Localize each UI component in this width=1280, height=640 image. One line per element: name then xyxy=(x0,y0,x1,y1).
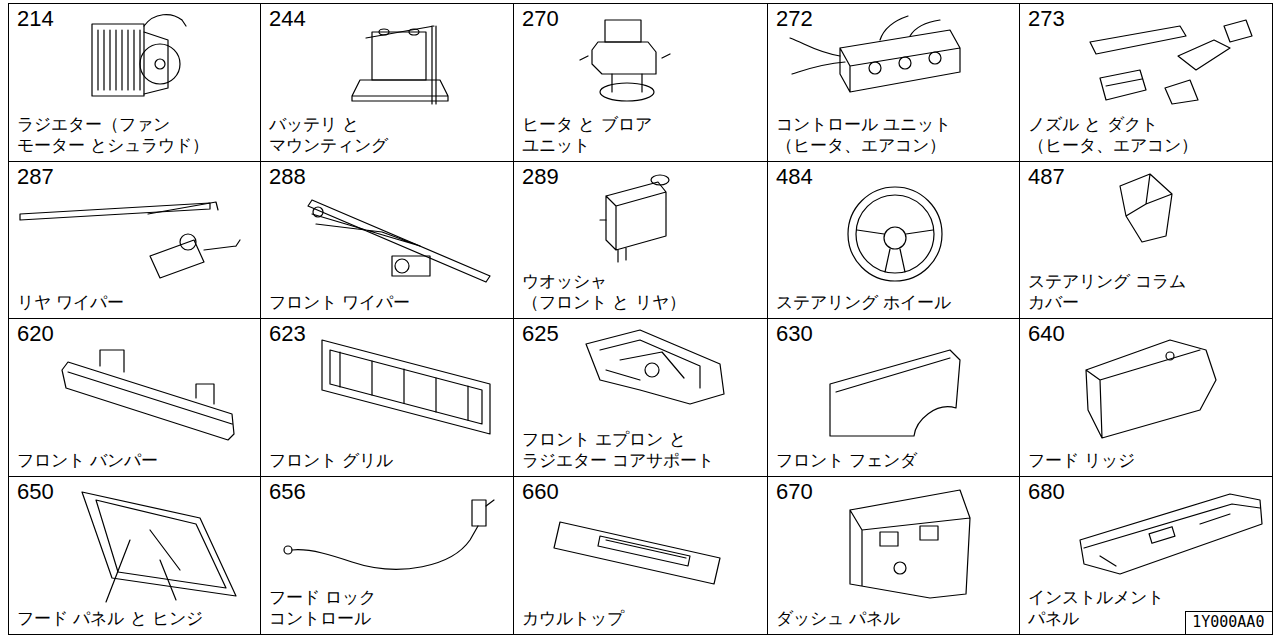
catalog-cell: 484 ステアリング ホイール xyxy=(767,161,1020,319)
part-name: ノズル と ダクト （ヒータ、エアコン） xyxy=(1028,114,1198,156)
catalog-cell: 270 ヒータ と ブロア ユニット xyxy=(513,3,768,162)
part-name: フード ロック コントロール xyxy=(269,587,377,629)
callout-number: 630 xyxy=(776,321,813,347)
nozzle-duct-drawing xyxy=(1090,20,1252,104)
catalog-cell: 660 カウルトップ xyxy=(513,476,768,635)
apron-drawing xyxy=(586,330,724,404)
part-name: フード パネル と ヒンジ xyxy=(17,608,203,629)
part-name: ウオッシャ （フロント と リヤ） xyxy=(522,271,686,313)
front-wiper-drawing xyxy=(308,200,490,282)
catalog-cell: 620 フロント バンパー xyxy=(8,318,261,477)
part-name: フード リッジ xyxy=(1028,450,1135,471)
hood-ledge-drawing xyxy=(1086,340,1216,438)
callout-number: 270 xyxy=(522,6,559,32)
callout-number: 660 xyxy=(522,479,559,505)
part-name: コントロール ユニット （ヒータ、エアコン） xyxy=(776,114,952,156)
part-name: ステアリング コラム カバー xyxy=(1028,271,1215,313)
part-name: フロント エプロン と ラジエター コアサポート xyxy=(522,429,715,471)
catalog-cell: 487 ステアリング コラム カバー xyxy=(1019,161,1273,319)
rear-wiper-drawing xyxy=(20,202,240,278)
catalog-cell: 273 ノズル と ダクト （ヒータ、エアコン） xyxy=(1019,3,1273,162)
callout-number: 244 xyxy=(269,6,306,32)
callout-number: 650 xyxy=(17,479,54,505)
callout-number: 288 xyxy=(269,164,306,190)
catalog-cell: 640 フード リッジ xyxy=(1019,318,1273,477)
catalog-cell: 650 フード パネル と ヒンジ xyxy=(8,476,261,635)
catalog-cell: 630 フロント フェンダ xyxy=(767,318,1020,477)
lock-cable-drawing xyxy=(284,500,494,569)
hood-panel-drawing xyxy=(82,492,236,602)
catalog-cell: 670 ダッシュ パネル xyxy=(767,476,1020,635)
callout-number: 670 xyxy=(776,479,813,505)
grille-drawing xyxy=(322,340,490,434)
callout-number: 272 xyxy=(776,6,813,32)
part-name: バッテリ と マウンティング xyxy=(269,114,360,156)
part-name: フロント グリル xyxy=(269,450,393,471)
callout-number: 640 xyxy=(1028,321,1065,347)
part-name: リヤ ワイパー xyxy=(17,292,124,313)
callout-number: 656 xyxy=(269,479,306,505)
radiator-drawing xyxy=(92,15,186,96)
callout-number: 623 xyxy=(269,321,306,347)
part-name: ステアリング ホイール xyxy=(776,292,951,313)
catalog-cell: 214 ラジエター（ファン モーター とシュラウド） xyxy=(8,3,261,162)
catalog-cell: 289 ウオッシャ （フロント と リヤ） xyxy=(513,161,768,319)
catalog-cell: 623 フロント グリル xyxy=(260,318,514,477)
part-name: フロント バンパー xyxy=(17,450,158,471)
part-name: インストルメント パネル xyxy=(1028,587,1068,629)
callout-number: 273 xyxy=(1028,6,1065,32)
part-name: ヒータ と ブロア ユニット xyxy=(522,114,689,156)
instrument-panel-drawing xyxy=(1080,494,1262,574)
part-name: カウルトップ xyxy=(522,608,624,629)
callout-number: 287 xyxy=(17,164,54,190)
part-name: フロント フェンダ xyxy=(776,450,917,471)
column-cover-drawing xyxy=(1120,174,1172,242)
catalog-cell: 680 インストルメント パネル 1Y000AA0 xyxy=(1019,476,1273,635)
callout-number: 484 xyxy=(776,164,813,190)
catalog-cell: 287 リヤ ワイパー xyxy=(8,161,261,319)
catalog-code: 1Y000AA0 xyxy=(1186,612,1272,633)
callout-number: 680 xyxy=(1028,479,1065,505)
callout-number: 620 xyxy=(17,321,54,347)
part-name: フロント ワイパー xyxy=(269,292,410,313)
bumper-drawing xyxy=(62,350,234,440)
control-unit-drawing xyxy=(790,16,960,92)
callout-number: 487 xyxy=(1028,164,1065,190)
washer-tank-drawing xyxy=(600,175,669,262)
catalog-cell: 656 フード ロック コントロール xyxy=(260,476,514,635)
heater-blower-drawing xyxy=(580,20,670,101)
part-name: ダッシュ パネル xyxy=(776,608,900,629)
dash-panel-drawing xyxy=(850,490,970,598)
fender-drawing xyxy=(830,350,960,436)
catalog-cell: 625 フロント エプロン と ラジエター コアサポート xyxy=(513,318,768,477)
catalog-code-box: 1Y000AA0 xyxy=(1185,611,1273,635)
callout-number: 289 xyxy=(522,164,559,190)
callout-number: 625 xyxy=(522,321,559,347)
part-name: ラジエター（ファン モーター とシュラウド） xyxy=(17,114,210,156)
callout-number: 214 xyxy=(17,6,54,32)
battery-drawing xyxy=(352,26,448,104)
catalog-cell: 272 コントロール ユニット （ヒータ、エアコン） xyxy=(767,3,1020,162)
steering-wheel-drawing xyxy=(848,187,942,281)
catalog-cell: 288 フロント ワイパー xyxy=(260,161,514,319)
cowl-top-drawing xyxy=(554,522,720,584)
catalog-cell: 244 バッテリ と マウンティング xyxy=(260,3,514,162)
